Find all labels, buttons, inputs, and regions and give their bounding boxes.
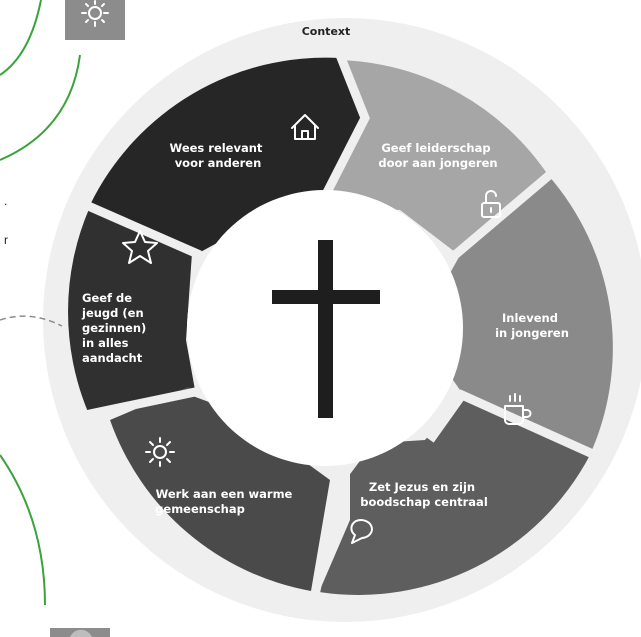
segment-gemeenschap: [110, 387, 330, 591]
segment-jezus-label: Zet Jezus en zijn boodschap centraal: [360, 480, 488, 509]
segment-jeugd-label: Geef de jeugd (en gezinnen) in alles aan…: [81, 291, 150, 365]
green-curve-bottom: [0, 454, 46, 606]
coffee-cup-icon: [504, 393, 532, 425]
edge-fragment-dot: .: [4, 194, 7, 208]
home-icon: [291, 114, 319, 140]
context-label: Context: [302, 25, 351, 38]
star-icon: [122, 230, 158, 264]
green-curve-top: [0, 54, 81, 161]
segment-leiderschap-label: Geef leiderschap door aan jongeren: [378, 141, 497, 170]
edge-fragment-r: r: [4, 233, 8, 247]
segment-gemeenschap-label: Werk aan een warme gemeenschap: [155, 487, 296, 516]
sun-icon: [145, 437, 175, 467]
unlock-icon: [481, 190, 501, 218]
corner-sun-tile: [65, 0, 125, 40]
segment-inlevend-label: Inlevend in jongeren: [495, 311, 569, 340]
center-cross-icon: [272, 240, 380, 418]
speech-bubble-icon: [350, 519, 373, 544]
segment-jeugd: [68, 209, 195, 412]
segment-relevant-label: Wees relevant voor anderen: [170, 141, 267, 170]
dashed-connector-line: [0, 315, 63, 327]
corner-tile-bottom: [50, 628, 110, 637]
green-curve-top-left: [0, 0, 42, 76]
